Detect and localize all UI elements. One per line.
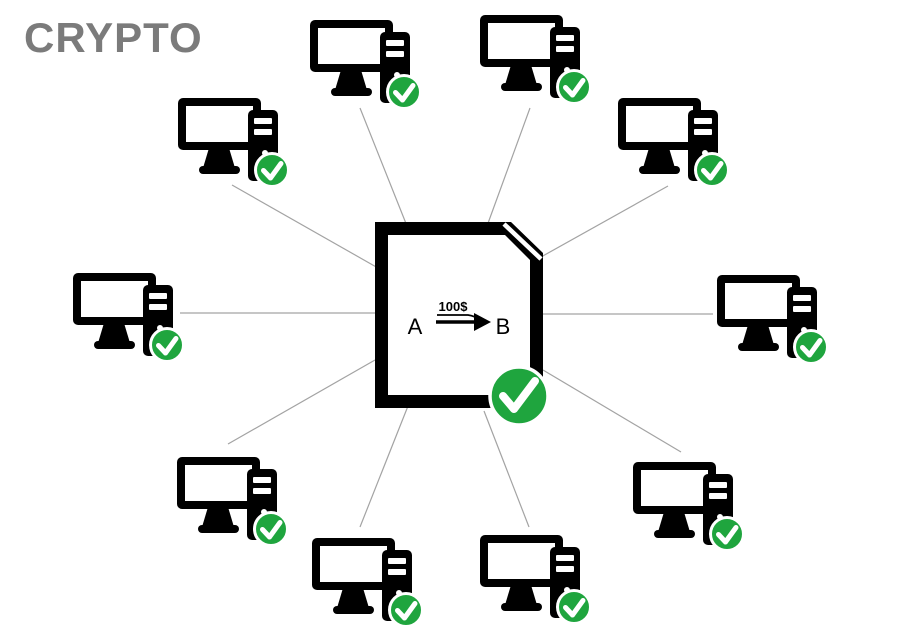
computer-node (480, 535, 591, 624)
transfer-arrow-head (474, 313, 491, 331)
computer-node (480, 15, 591, 104)
computer-node (73, 273, 184, 362)
network-edge (486, 107, 531, 227)
network-edge (540, 185, 669, 258)
sender-label: A (408, 314, 423, 339)
network-edge (231, 184, 379, 269)
computer-node (633, 462, 744, 551)
receiver-label: B (496, 314, 511, 339)
computer-node (177, 457, 288, 546)
document-fold-line (502, 222, 543, 261)
network-edges (180, 107, 713, 528)
network-edge (483, 410, 530, 528)
computer-node (310, 20, 421, 109)
amount-label: 100$ (439, 299, 469, 314)
check-circle-icon (488, 365, 550, 427)
central-document: A B 100$ (375, 222, 550, 427)
network-edge (359, 405, 409, 528)
network-edge (542, 369, 682, 453)
computer-node (178, 98, 289, 187)
network-edge (359, 107, 408, 227)
computer-node (312, 538, 423, 627)
network-edge (227, 359, 376, 445)
crypto-logo: CRYPTO (24, 14, 203, 61)
computer-node (618, 98, 729, 187)
computer-node (717, 275, 828, 364)
